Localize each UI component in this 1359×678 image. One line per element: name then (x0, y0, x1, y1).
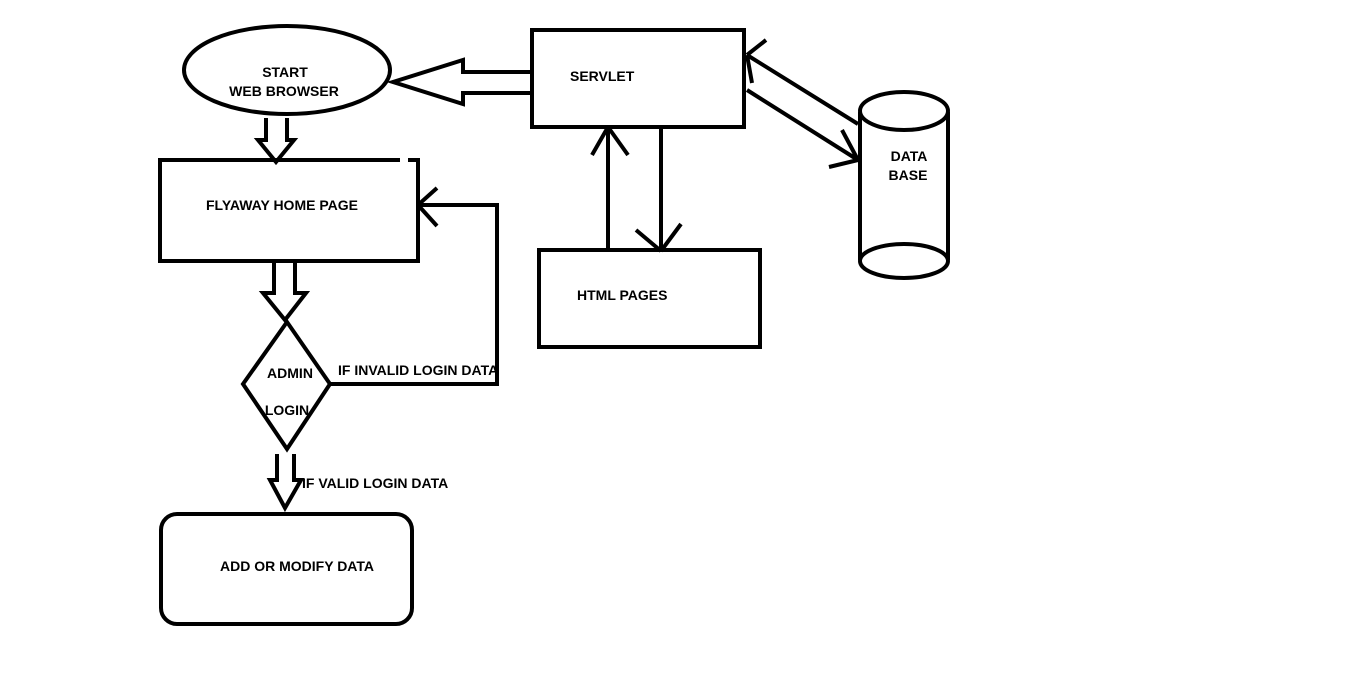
admin-label: ADMIN (267, 365, 313, 381)
servlet-to-html-arrow (634, 127, 683, 253)
home-page-node: FLYAWAY HOME PAGE (158, 158, 420, 263)
add-modify-data-label: ADD OR MODIFY DATA (220, 558, 374, 574)
servlet-html-arrows (590, 125, 683, 253)
invalid-login-label: IF INVALID LOGIN DATA (338, 362, 498, 378)
base-label: BASE (889, 167, 928, 183)
servlet-box (530, 28, 746, 129)
servlet-database-arrows (745, 38, 860, 169)
home-page-box (158, 158, 420, 263)
invalid-login-arrow (330, 186, 499, 386)
add-modify-data-node: ADD OR MODIFY DATA (159, 512, 414, 626)
start-ellipse (182, 24, 392, 116)
database-node: DATA BASE (858, 90, 950, 280)
admin-login-diamond (240, 318, 333, 453)
database-top (858, 90, 950, 132)
admin-to-modify-arrow (266, 454, 305, 513)
database-bottom (858, 242, 950, 280)
start-label: START (262, 64, 308, 80)
servlet-to-database-arrow (745, 88, 860, 169)
servlet-node: SERVLET (530, 28, 746, 129)
web-browser-label: WEB BROWSER (229, 83, 339, 99)
database-to-servlet-arrow (745, 38, 860, 126)
html-pages-label: HTML PAGES (577, 287, 668, 303)
servlet-to-browser-arrow (386, 57, 533, 107)
data-label: DATA (891, 148, 928, 164)
html-to-servlet-arrow (590, 125, 630, 251)
html-pages-box (537, 248, 762, 349)
start-web-browser-node: START WEB BROWSER (182, 24, 392, 116)
html-pages-node: HTML PAGES (537, 248, 762, 349)
database-cylinder (858, 112, 950, 260)
home-to-admin-arrow (258, 263, 311, 324)
add-modify-data-box (159, 512, 414, 626)
browser-to-home-arrow (253, 118, 299, 166)
login-label: LOGIN (265, 402, 309, 418)
valid-login-label: IF VALID LOGIN DATA (302, 475, 448, 491)
servlet-label: SERVLET (570, 68, 635, 84)
home-page-label: FLYAWAY HOME PAGE (206, 197, 358, 213)
admin-login-node: ADMIN LOGIN (240, 318, 333, 453)
